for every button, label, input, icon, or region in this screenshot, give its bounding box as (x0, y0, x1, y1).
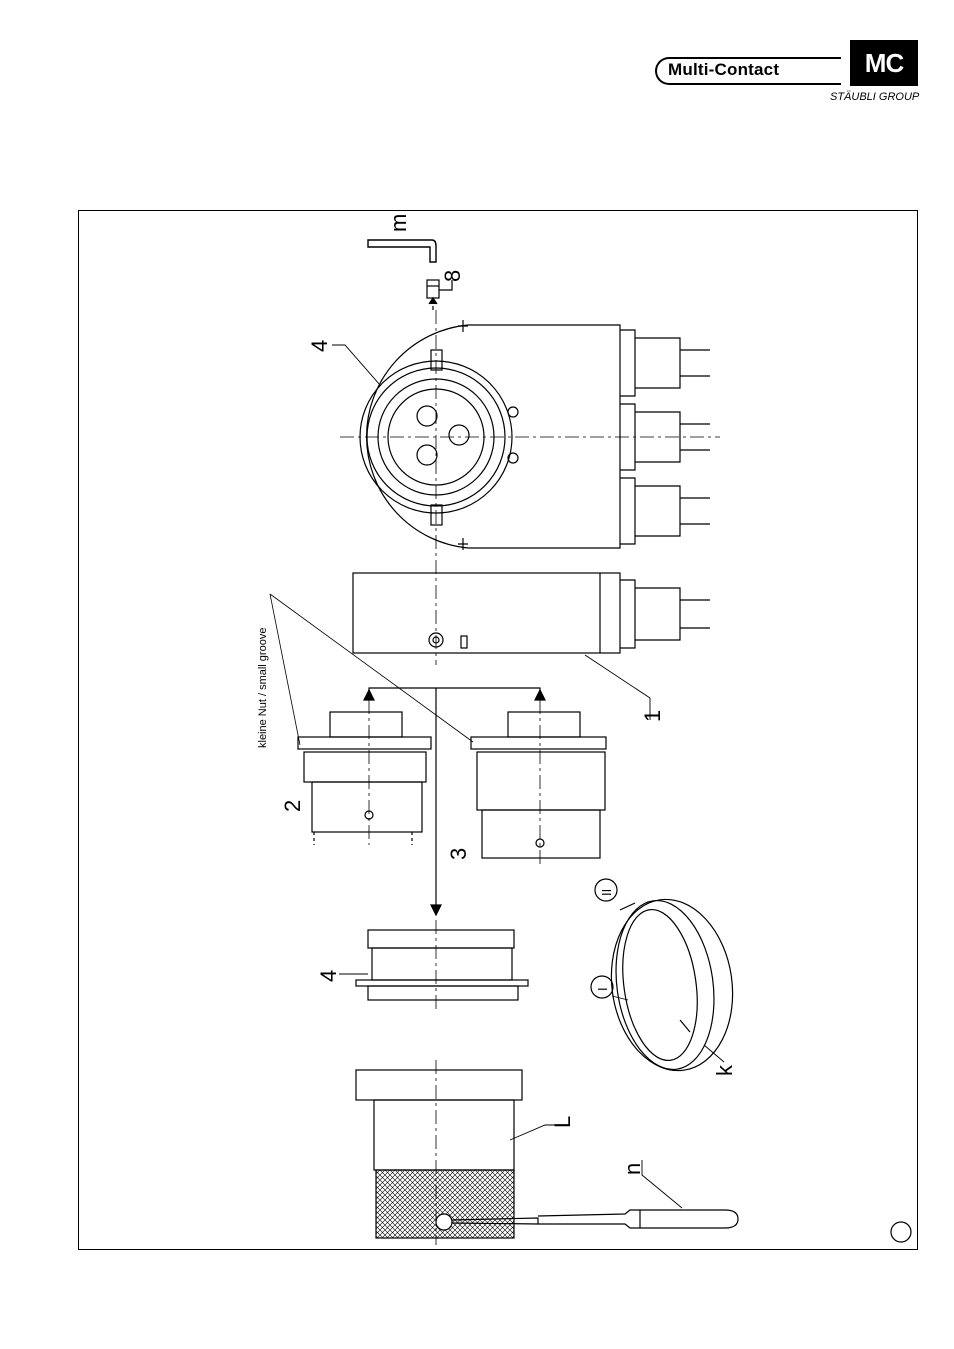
leader-i (611, 995, 629, 1001)
leader-L (509, 1124, 562, 1141)
leader-groove (269, 593, 474, 746)
knurled-sleeve (355, 1060, 523, 1245)
ring-4 (355, 920, 529, 1010)
brand-name: Multi-Contact (668, 60, 780, 79)
corner-circle-mark (890, 1221, 912, 1243)
screwdriver (451, 1209, 739, 1229)
callout-4-mid: 4 (316, 970, 341, 982)
insert-3 (470, 700, 607, 868)
callout-ii-circle (594, 878, 618, 902)
callout-8: 8 (440, 270, 465, 282)
callout-n: n (620, 1163, 645, 1175)
callout-roman-one: I (595, 987, 610, 991)
housing-side-view (352, 560, 710, 665)
callout-k: k (712, 1064, 737, 1076)
grub-screw (426, 279, 453, 310)
callout-3: 3 (446, 848, 471, 860)
mc-logo: MC (850, 40, 918, 86)
callout-roman-two: II (599, 889, 614, 896)
housing-front-view (340, 310, 720, 556)
callout-1: 1 (640, 710, 665, 722)
callout-m: m (386, 214, 411, 232)
leader-1 (584, 654, 651, 720)
split-ring (610, 898, 734, 1072)
callout-i-circle (590, 975, 614, 999)
allen-key (367, 239, 437, 263)
group-name: STÄUBLI GROUP (830, 91, 920, 103)
drawing-frame (78, 210, 918, 1250)
groove-note: kleine Nut / small groove (257, 628, 269, 748)
insert-2 (297, 700, 432, 845)
leader-n (641, 1160, 683, 1209)
callout-4-top: 4 (307, 340, 332, 352)
leader-k (703, 1044, 725, 1063)
brand-pill-frame (655, 57, 841, 85)
callout-2: 2 (280, 800, 305, 812)
assembly-arrows (363, 687, 546, 917)
callout-L: L (550, 1116, 575, 1128)
leader-4-top (332, 344, 381, 386)
